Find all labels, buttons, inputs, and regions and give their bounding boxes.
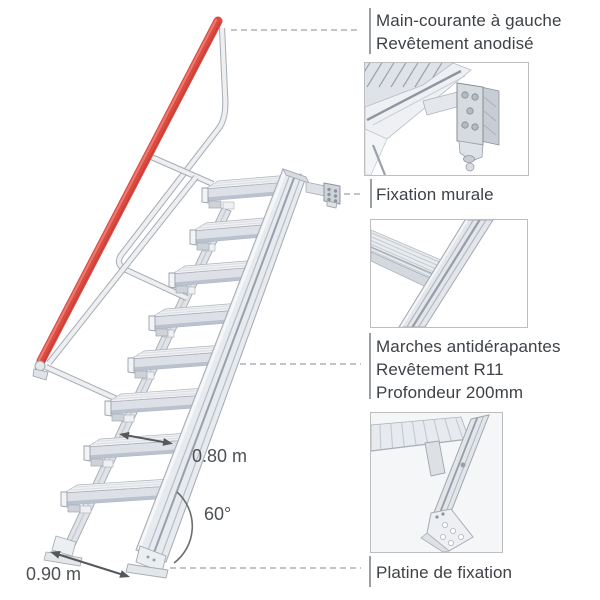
step-tread bbox=[127, 343, 238, 380]
step-tread bbox=[168, 258, 271, 295]
annotation-handrail-line2: Revêtement anodisé bbox=[376, 34, 534, 53]
annotation-base-plate: Platine de fixation bbox=[376, 563, 513, 582]
base-plate-near bbox=[125, 563, 169, 579]
label-bar-handrail bbox=[369, 8, 371, 54]
label-bar-steps bbox=[369, 333, 371, 399]
label-bar-base-plate bbox=[369, 556, 371, 587]
base-plate-detail-drawing bbox=[371, 413, 502, 552]
annotation-handrail: Main-courante à gauche Revêtement anodis… bbox=[376, 9, 562, 55]
dimension-step-width: 0.80 m bbox=[192, 446, 248, 466]
annotation-steps-line3: Profondeur 200mm bbox=[376, 383, 524, 402]
foot-bracket bbox=[426, 508, 474, 552]
dimension-angle: 60° bbox=[204, 504, 232, 524]
step-tread bbox=[201, 173, 303, 210]
red-handrail bbox=[32, 16, 223, 381]
angle-arc bbox=[173, 491, 194, 564]
base-depth-arrow bbox=[56, 553, 123, 576]
dimension-graphics bbox=[50, 431, 194, 578]
step-tread bbox=[148, 301, 254, 338]
dimension-base-depth: 0.90 m bbox=[26, 564, 82, 584]
annotation-wall-mount: Fixation murale bbox=[376, 185, 494, 204]
wall-mount-detail-drawing bbox=[365, 63, 500, 175]
thumbnail-wall-mount-detail bbox=[364, 62, 529, 176]
near-stringer bbox=[135, 168, 310, 563]
leader-lines bbox=[170, 29, 361, 569]
base-plate-far bbox=[43, 551, 83, 567]
wall-bracket bbox=[305, 181, 341, 209]
thumbnail-base-plate-detail bbox=[370, 412, 503, 553]
annotation-steps-line1: Marches antidérapantes bbox=[376, 337, 561, 356]
foot-plates bbox=[43, 535, 169, 579]
annotation-steps: Marches antidérapantes Revêtement R11 Pr… bbox=[376, 335, 561, 404]
thumbnail-step-detail bbox=[370, 219, 528, 328]
step-detail-drawing bbox=[371, 220, 494, 327]
label-bar-wall-mount bbox=[370, 179, 372, 208]
annotation-handrail-line1: Main-courante à gauche bbox=[376, 11, 562, 30]
step-width-arrow bbox=[125, 434, 167, 444]
annotation-steps-line2: Revêtement R11 bbox=[376, 360, 504, 379]
step-tread bbox=[104, 386, 221, 423]
